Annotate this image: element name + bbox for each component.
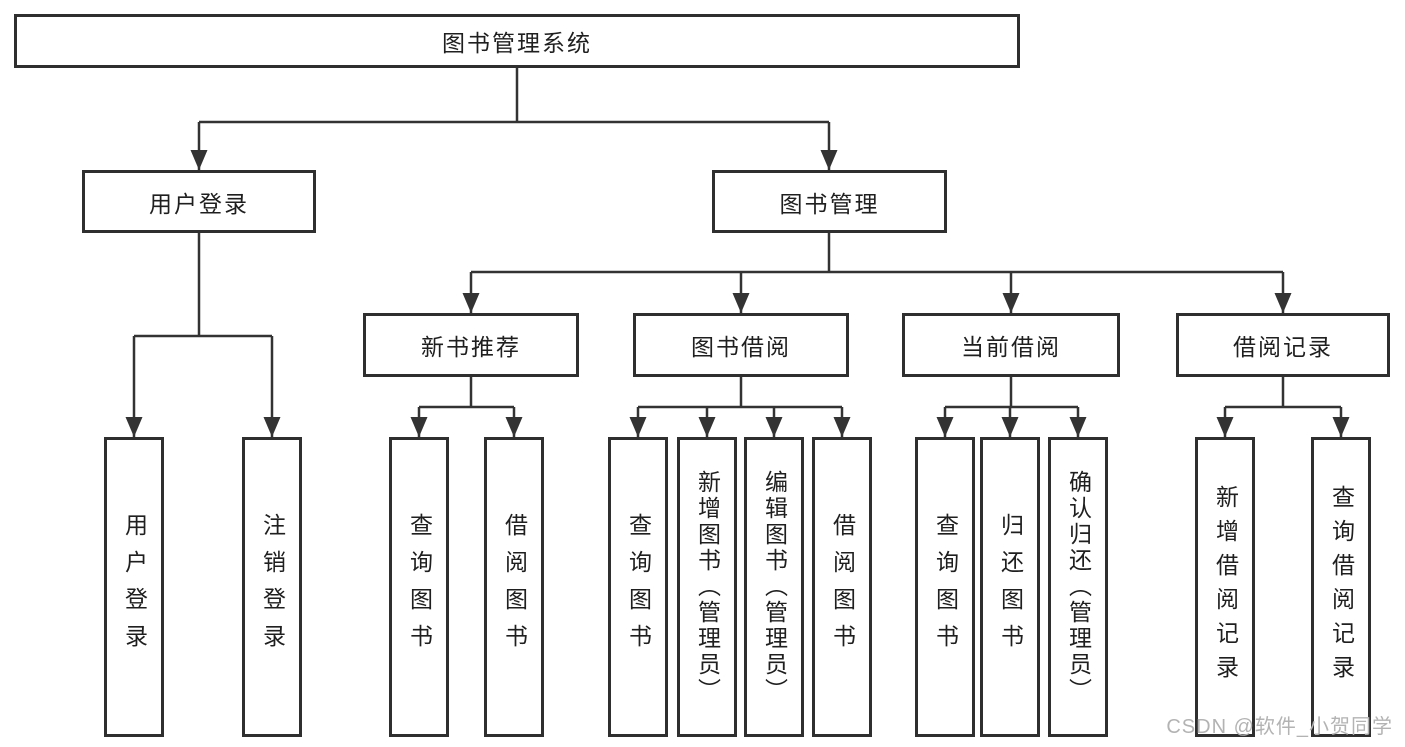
leaf-label: 查询图书 (932, 513, 959, 661)
csdn-watermark: CSDN @软件_小贺同学 (1166, 716, 1393, 738)
leaf-query-books-current: 查询图书 (915, 437, 975, 737)
leaf-label: 用户登录 (121, 513, 148, 661)
leaf-label: 借阅图书 (829, 513, 856, 661)
leaf-query-borrow-record: 查询借阅记录 (1311, 437, 1371, 737)
leaf-label: 借阅图书 (501, 513, 528, 661)
node-library-management-system: 图书管理系统 (14, 14, 1020, 68)
leaf-label: 归还图书 (997, 513, 1024, 661)
node-book-borrowing: 图书借阅 (633, 313, 849, 377)
leaf-label: 编辑图书（管理员） (761, 470, 788, 704)
node-label: 用户登录 (149, 190, 249, 217)
leaf-add-book-admin: 新增图书（管理员） (677, 437, 737, 737)
leaf-query-books-borrowing: 查询图书 (608, 437, 668, 737)
leaf-label: 查询借阅记录 (1328, 485, 1355, 689)
leaf-label: 查询图书 (625, 513, 652, 661)
leaf-label: 新增图书（管理员） (694, 470, 721, 704)
node-label: 图书借阅 (691, 334, 791, 360)
leaf-edit-book-admin: 编辑图书（管理员） (744, 437, 804, 737)
node-new-book-recommendation: 新书推荐 (363, 313, 579, 377)
node-label: 图书管理 (779, 190, 880, 217)
node-borrowing-records: 借阅记录 (1176, 313, 1390, 377)
leaf-borrow-books-borrowing: 借阅图书 (812, 437, 872, 737)
leaf-add-borrow-record: 新增借阅记录 (1195, 437, 1255, 737)
leaf-logout: 注销登录 (242, 437, 302, 737)
leaf-label: 查询图书 (406, 513, 433, 661)
leaf-borrow-books-recommend: 借阅图书 (484, 437, 544, 737)
node-current-borrowing: 当前借阅 (902, 313, 1120, 377)
node-label: 当前借阅 (961, 334, 1061, 360)
node-user-login: 用户登录 (82, 170, 316, 233)
leaf-return-books: 归还图书 (980, 437, 1040, 737)
leaf-label: 确认归还（管理员） (1065, 470, 1092, 704)
node-label: 借阅记录 (1233, 334, 1333, 360)
leaf-label: 注销登录 (259, 513, 286, 661)
node-label: 新书推荐 (421, 334, 521, 360)
node-book-management: 图书管理 (712, 170, 947, 233)
leaf-confirm-return-admin: 确认归还（管理员） (1048, 437, 1108, 737)
leaf-query-books-recommend: 查询图书 (389, 437, 449, 737)
leaf-user-login: 用户登录 (104, 437, 164, 737)
leaf-label: 新增借阅记录 (1212, 485, 1239, 689)
node-label: 图书管理系统 (442, 30, 592, 56)
